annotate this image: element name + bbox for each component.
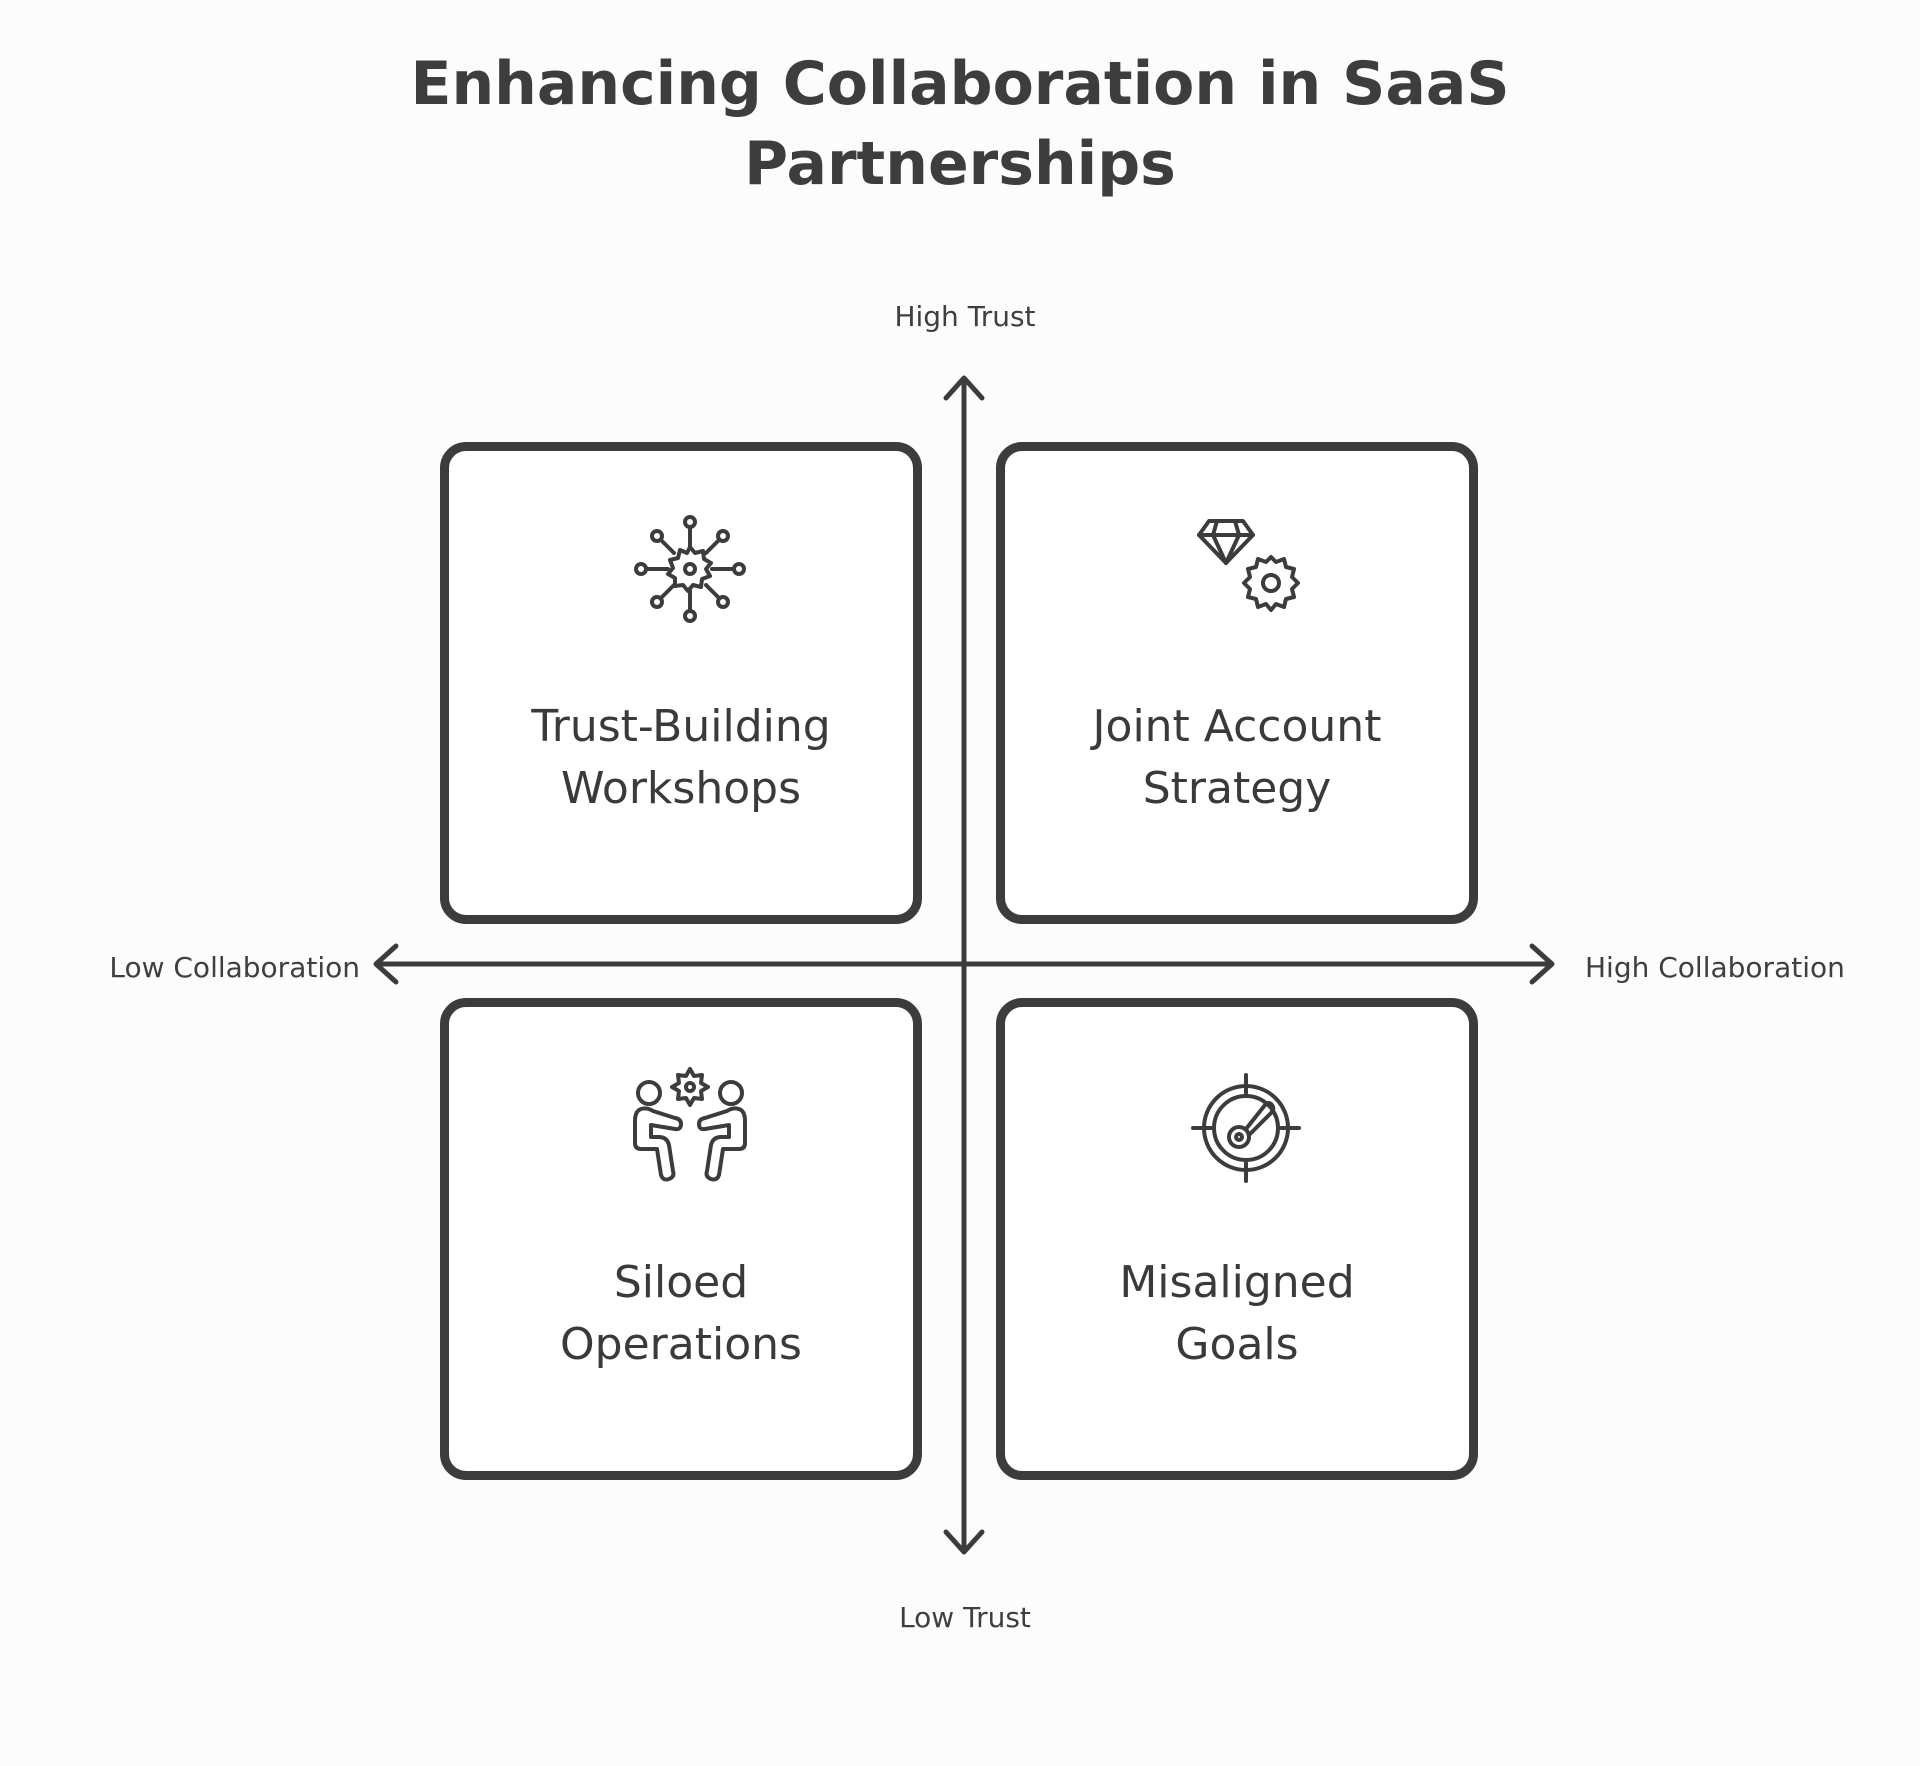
quadrant-siloed-operations: Siloed Operations <box>440 998 922 1480</box>
quadrant-label: Joint Account Strategy <box>1025 696 1449 820</box>
diagram-title-line-2: Partnerships <box>744 129 1176 199</box>
target-gauge-icon <box>1191 1073 1301 1183</box>
quadrant-label-line-2: Strategy <box>1142 763 1332 814</box>
gem-gear-icon <box>1197 519 1300 612</box>
quadrant-trust-building-workshops: Trust-Building Workshops <box>440 442 922 924</box>
arrow-right-icon <box>1529 943 1555 985</box>
arrow-up-icon <box>943 375 985 401</box>
quadrant-misaligned-goals: Misaligned Goals <box>996 998 1478 1480</box>
quadrant-label-line-1: Siloed <box>613 1257 749 1308</box>
quadrant-label: Trust-Building Workshops <box>469 696 893 820</box>
arrow-left-icon <box>373 943 399 985</box>
quadrant-label-line-2: Operations <box>560 1319 802 1370</box>
quadrant-label: Siloed Operations <box>469 1252 893 1376</box>
people-gear-icon <box>633 1067 747 1182</box>
axis-label-high-trust: High Trust <box>894 300 1036 333</box>
arrow-down-icon <box>943 1529 985 1555</box>
axis-label-high-collaboration: High Collaboration <box>1585 951 1845 984</box>
diagram-title-line-1: Enhancing Collaboration in SaaS <box>410 49 1510 119</box>
quadrant-label-line-1: Trust-Building <box>531 701 831 752</box>
axis-label-low-trust: Low Trust <box>899 1601 1031 1634</box>
quadrant-label-line-2: Workshops <box>560 763 801 814</box>
quadrant-joint-account-strategy: Joint Account Strategy <box>996 442 1478 924</box>
network-gear-icon <box>634 515 746 623</box>
quadrant-label-line-2: Goals <box>1175 1319 1299 1370</box>
quadrant-label: Misaligned Goals <box>1025 1252 1449 1376</box>
quadrant-label-line-1: Joint Account <box>1092 701 1382 752</box>
quadrant-label-line-1: Misaligned <box>1119 1257 1355 1308</box>
axis-label-low-collaboration: Low Collaboration <box>109 951 360 984</box>
